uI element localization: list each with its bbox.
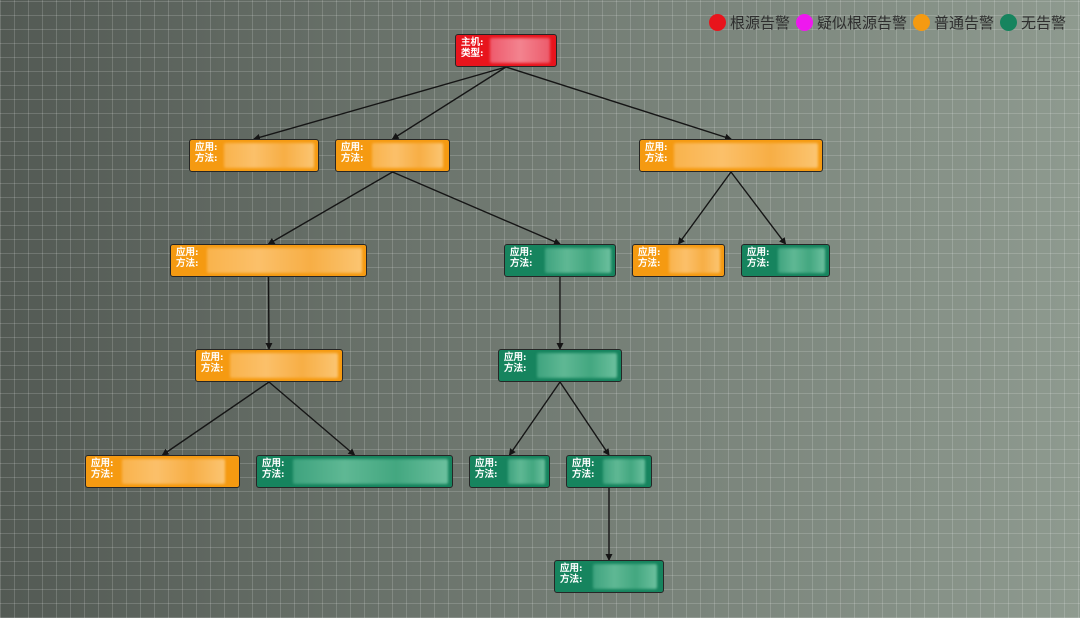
node-label-method: 方法: xyxy=(176,258,199,269)
app-node-leaf-2[interactable]: 应用: 方法: xyxy=(256,455,453,488)
edge-app2a-app2a1 xyxy=(265,276,273,350)
node-label-host: 主机: xyxy=(461,37,484,48)
app-node-1[interactable]: 应用: 方法: xyxy=(189,139,319,172)
redacted-value xyxy=(669,248,720,273)
legend-item-normal-alarm[interactable]: 普通告警 xyxy=(912,12,994,33)
node-label-method: 方法: xyxy=(91,469,114,480)
edge-app2-app2b xyxy=(392,171,561,245)
node-label-method: 方法: xyxy=(645,153,668,164)
node-label-method: 方法: xyxy=(560,574,583,585)
redacted-value xyxy=(593,564,657,589)
redacted-value xyxy=(778,248,825,273)
node-label-method: 方法: xyxy=(638,258,661,269)
app-node-2b[interactable]: 应用: 方法: xyxy=(504,244,616,277)
node-label-app: 应用: xyxy=(201,352,224,363)
redacted-value xyxy=(490,38,550,63)
redacted-value xyxy=(207,248,362,273)
redacted-value xyxy=(508,459,545,484)
node-label-app: 应用: xyxy=(645,142,668,153)
node-label-method: 方法: xyxy=(747,258,770,269)
node-label-app: 应用: xyxy=(91,458,114,469)
edge-root-app1 xyxy=(253,66,507,141)
edge-root-app3 xyxy=(505,66,732,141)
node-label-method: 方法: xyxy=(195,153,218,164)
redacted-value xyxy=(537,353,617,378)
redacted-value xyxy=(674,143,818,168)
node-label-app: 应用: xyxy=(341,142,364,153)
redacted-value xyxy=(230,353,338,378)
node-label-app: 应用: xyxy=(475,458,498,469)
app-node-3a[interactable]: 应用: 方法: xyxy=(632,244,725,277)
legend-label: 普通告警 xyxy=(933,14,994,32)
node-label-app: 应用: xyxy=(560,563,583,574)
edge-app2b1-leaf3 xyxy=(508,381,561,456)
app-node-2b1[interactable]: 应用: 方法: xyxy=(498,349,622,382)
app-node-2[interactable]: 应用: 方法: xyxy=(335,139,450,172)
edge-app2b1-leaf4 xyxy=(559,381,610,456)
legend-item-suspected-root-alarm[interactable]: 疑似根源告警 xyxy=(795,12,907,33)
legend-label: 疑似根源告警 xyxy=(816,14,907,32)
redacted-value xyxy=(122,459,225,484)
redacted-value xyxy=(372,143,443,168)
node-label-app: 应用: xyxy=(638,247,661,258)
node-label-method: 方法: xyxy=(572,469,595,480)
app-node-3[interactable]: 应用: 方法: xyxy=(639,139,823,172)
root-alarm-dot-icon xyxy=(708,14,726,31)
node-label-app: 应用: xyxy=(262,458,285,469)
node-label-method: 方法: xyxy=(504,363,527,374)
app-node-leaf-3[interactable]: 应用: 方法: xyxy=(469,455,550,488)
edge-app2a1-leaf1 xyxy=(161,381,270,456)
node-label-app: 应用: xyxy=(572,458,595,469)
host-node-root[interactable]: 主机: 类型: xyxy=(455,34,557,67)
redacted-value xyxy=(603,459,645,484)
suspected-root-alarm-dot-icon xyxy=(795,14,813,31)
redacted-value xyxy=(224,143,314,168)
node-label-method: 方法: xyxy=(201,363,224,374)
edge-app3-app3b xyxy=(730,171,787,245)
app-node-3b[interactable]: 应用: 方法: xyxy=(741,244,830,277)
edge-root-app2 xyxy=(391,66,507,140)
node-label-app: 应用: xyxy=(510,247,533,258)
legend-item-no-alarm[interactable]: 无告警 xyxy=(999,12,1066,33)
legend-item-root-alarm[interactable]: 根源告警 xyxy=(708,12,790,33)
no-alarm-dot-icon xyxy=(999,14,1017,31)
node-label-type: 类型: xyxy=(461,48,484,59)
edge-app3-app3a xyxy=(677,171,732,245)
node-label-app: 应用: xyxy=(747,247,770,258)
edge-app2-app2a xyxy=(267,171,393,245)
node-label-method: 方法: xyxy=(341,153,364,164)
node-label-app: 应用: xyxy=(504,352,527,363)
node-label-method: 方法: xyxy=(475,469,498,480)
node-label-app: 应用: xyxy=(195,142,218,153)
legend-label: 无告警 xyxy=(1020,14,1066,32)
redacted-value xyxy=(293,459,448,484)
node-label-method: 方法: xyxy=(262,469,285,480)
app-node-2a[interactable]: 应用: 方法: xyxy=(170,244,367,277)
app-node-2a1[interactable]: 应用: 方法: xyxy=(195,349,343,382)
node-label-method: 方法: xyxy=(510,258,533,269)
redacted-value xyxy=(545,248,611,273)
normal-alarm-dot-icon xyxy=(912,14,930,31)
app-node-leaf-4[interactable]: 应用: 方法: xyxy=(566,455,652,488)
legend: 根源告警 疑似根源告警 普通告警 无告警 xyxy=(708,12,1066,33)
app-node-leaf-4a[interactable]: 应用: 方法: xyxy=(554,560,664,593)
app-node-leaf-1[interactable]: 应用: 方法: xyxy=(85,455,240,488)
node-label-app: 应用: xyxy=(176,247,199,258)
edge-app2a1-leaf2 xyxy=(268,381,356,456)
legend-label: 根源告警 xyxy=(729,14,790,32)
